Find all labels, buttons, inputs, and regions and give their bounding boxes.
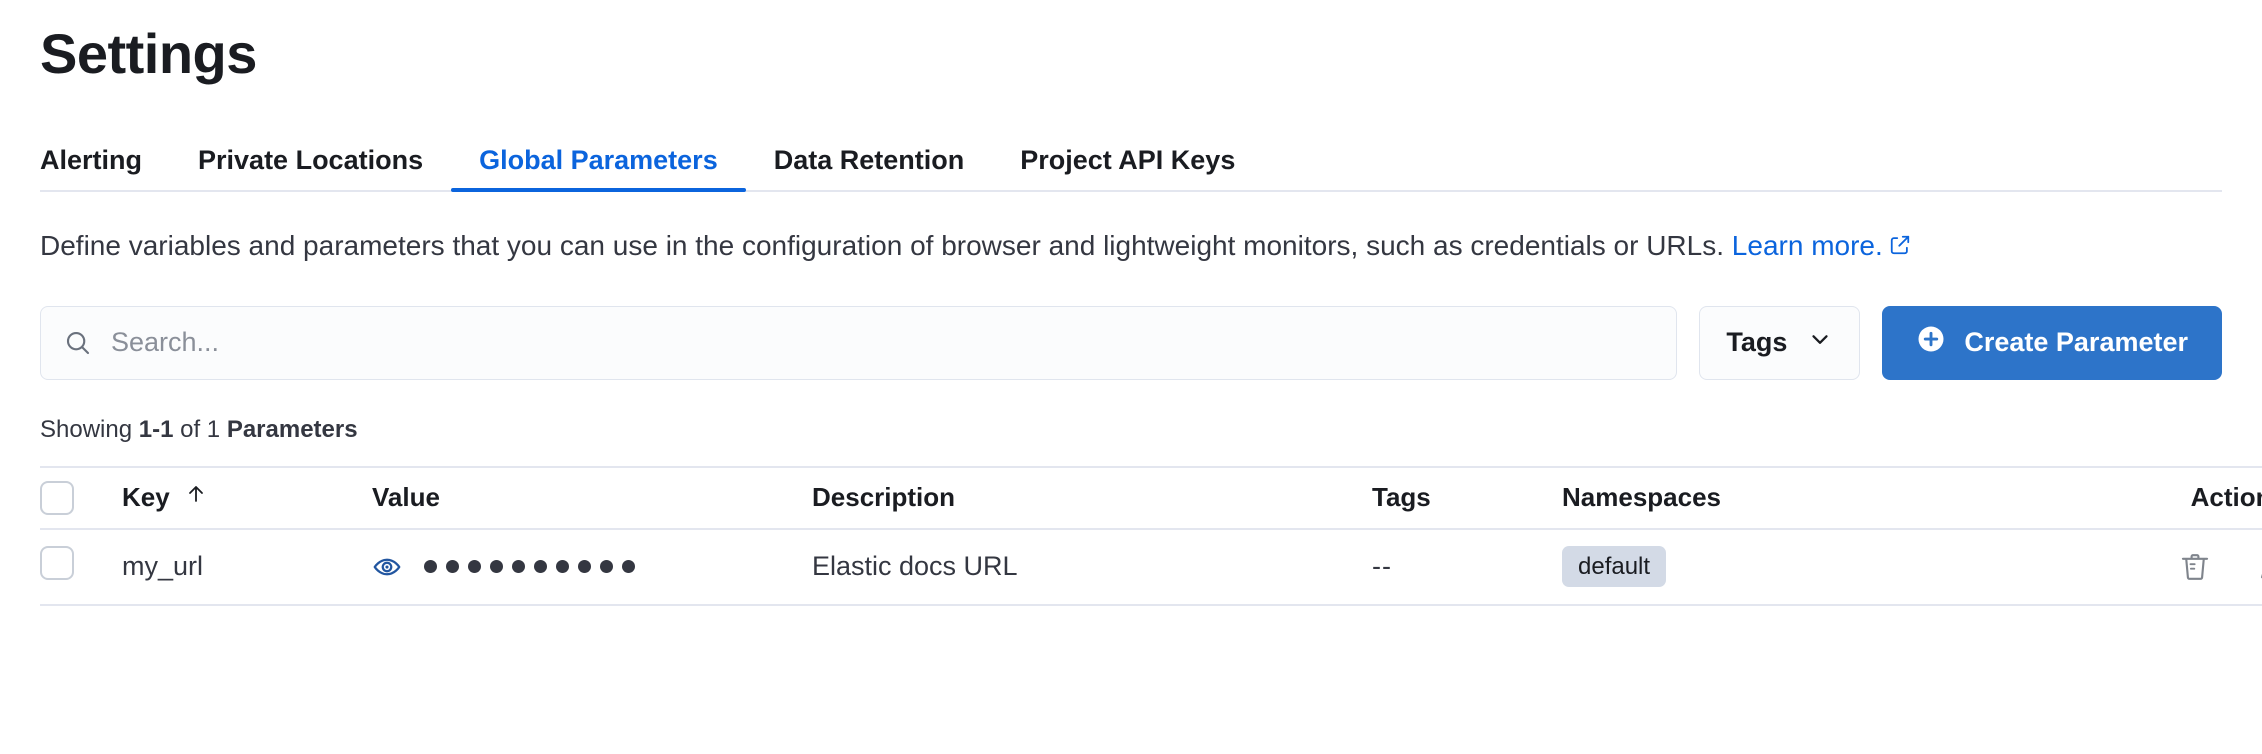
header-key[interactable]: Key xyxy=(122,465,372,530)
plus-circle-icon xyxy=(1916,324,1946,361)
tab-project-api-keys[interactable]: Project API Keys xyxy=(1020,145,1236,175)
edit-icon[interactable] xyxy=(2256,550,2262,584)
tab-data-retention[interactable]: Data Retention xyxy=(773,145,965,175)
search-icon xyxy=(63,328,93,358)
table-row[interactable]: my_url xyxy=(40,528,2262,606)
row-key-cell: my_url xyxy=(122,528,372,606)
showing-entity: Parameters xyxy=(226,415,358,443)
tab-global-parameters[interactable]: Global Parameters xyxy=(451,147,746,192)
showing-total: 1 xyxy=(206,415,221,443)
chevron-down-icon xyxy=(1807,326,1833,359)
row-checkbox[interactable] xyxy=(40,546,74,581)
tab-private-locations[interactable]: Private Locations xyxy=(198,145,424,175)
header-actions: Actions xyxy=(2002,465,2262,530)
learn-more-link[interactable]: Learn more. xyxy=(1732,230,1911,261)
row-tags-value: -- xyxy=(1372,551,1392,582)
showing-of: of xyxy=(173,415,207,443)
delete-icon[interactable] xyxy=(2178,550,2212,584)
header-tags[interactable]: Tags xyxy=(1372,465,1562,530)
showing-range: 1-1 xyxy=(138,415,174,443)
header-namespaces-label: Namespaces xyxy=(1562,482,1721,513)
row-tags-cell: -- xyxy=(1372,528,1562,606)
tab-alerting[interactable]: Alerting xyxy=(40,145,143,175)
header-description[interactable]: Description xyxy=(812,465,1372,530)
showing-prefix: Showing xyxy=(40,415,139,443)
header-key-label: Key xyxy=(122,482,170,513)
header-select-all xyxy=(40,465,122,530)
tags-filter-label: Tags xyxy=(1726,327,1788,358)
row-description-cell: Elastic docs URL xyxy=(812,528,1372,606)
results-count: Showing 1-1 of 1 Parameters xyxy=(40,416,2222,444)
header-value[interactable]: Value xyxy=(372,465,812,530)
create-parameter-button[interactable]: Create Parameter xyxy=(1882,305,2222,380)
page-description: Define variables and parameters that you… xyxy=(40,226,2200,268)
row-select-cell xyxy=(40,528,122,606)
learn-more-label: Learn more. xyxy=(1731,230,1883,261)
masked-value xyxy=(424,560,635,574)
controls-row: Tags Create Parameter xyxy=(40,305,2222,380)
row-value-cell xyxy=(372,528,812,606)
external-link-icon xyxy=(1889,227,1911,268)
page-title: Settings xyxy=(40,22,257,85)
header-tags-label: Tags xyxy=(1372,482,1431,513)
description-text: Define variables and parameters that you… xyxy=(40,230,1725,261)
table-header: Key Value Description Tags xyxy=(40,465,2262,530)
search-field[interactable] xyxy=(40,305,1678,380)
tags-filter-button[interactable]: Tags xyxy=(1699,305,1861,380)
search-input[interactable] xyxy=(111,327,1655,359)
header-description-label: Description xyxy=(812,482,956,513)
table-header-row: Key Value Description Tags xyxy=(40,465,2262,530)
select-all-checkbox[interactable] xyxy=(40,480,74,515)
header-value-label: Value xyxy=(372,482,440,513)
eye-icon[interactable] xyxy=(372,552,402,582)
header-namespaces[interactable]: Namespaces xyxy=(1562,465,2002,530)
row-namespaces-cell: default xyxy=(1562,528,2002,606)
table-body: my_url xyxy=(40,528,2262,606)
arrow-up-icon xyxy=(184,482,208,513)
row-actions-cell xyxy=(2002,528,2262,606)
create-parameter-label: Create Parameter xyxy=(1964,327,2188,358)
header-actions-label: Actions xyxy=(2190,482,2262,513)
tab-bar: Alerting Private Locations Global Parame… xyxy=(40,130,2222,192)
parameters-table: Key Value Description Tags xyxy=(40,465,2262,606)
namespace-badge: default xyxy=(1562,545,1667,588)
